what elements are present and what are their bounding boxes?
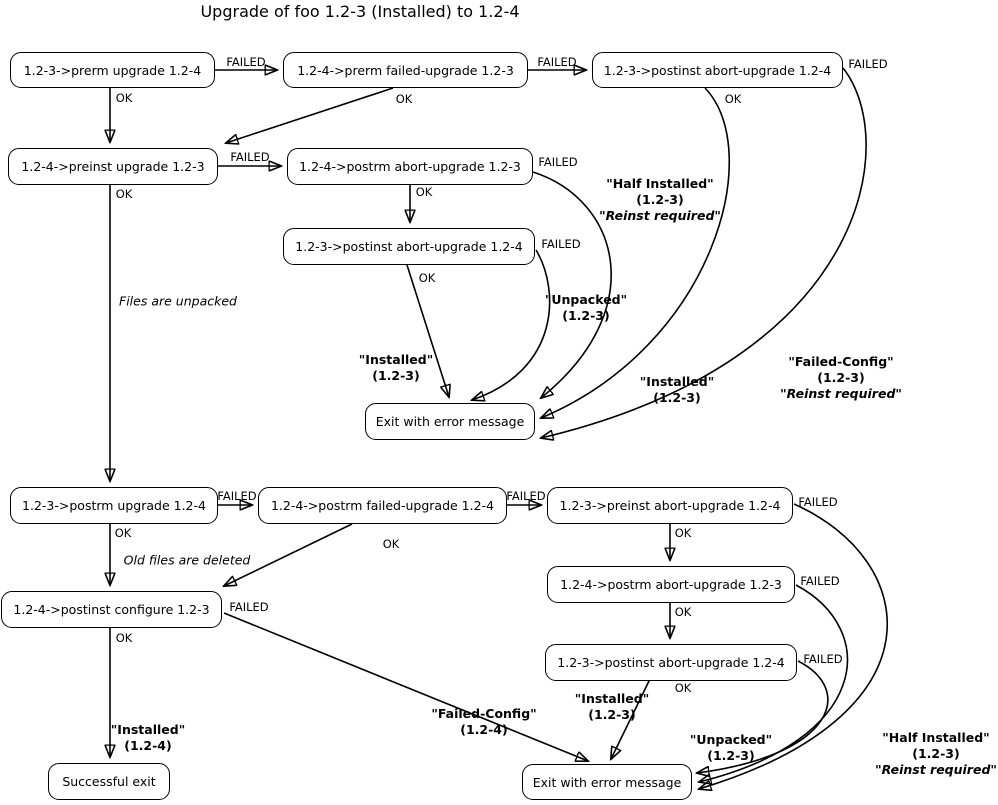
state-reinst-note: "Reinst required" (780, 386, 902, 401)
label-postinstabortbot-ok: OK (674, 681, 692, 695)
state-version: (1.2-3) (912, 746, 960, 761)
state-installed-13-bottom: "Installed" (1.2-3) (575, 691, 649, 723)
state-version: (1.2-3) (817, 370, 865, 385)
state-version: (1.2-3) (653, 390, 701, 405)
node-postrm-abort-upgrade-bottom: 1.2-4->postrm abort-upgrade 1.2-3 (547, 566, 795, 603)
label-prermfailed-ok: OK (395, 92, 413, 106)
state-failed-config-13: "Failed-Config" (1.2-3) "Reinst required… (780, 354, 902, 402)
node-postinst-abort-upgrade-top: 1.2-3->postinst abort-upgrade 1.2-4 (592, 52, 843, 88)
node-postinst-abort-upgrade-mid: 1.2-3->postinst abort-upgrade 1.2-4 (283, 228, 535, 265)
edge-postinstabortmid-ok (406, 264, 449, 397)
label-preinstupgrade-failed: FAILED (230, 150, 270, 164)
state-version: (1.2-4) (460, 722, 508, 737)
edge-postinstabortmid-failed (472, 249, 551, 400)
state-name: "Failed-Config" (431, 706, 537, 721)
state-name: "Unpacked" (544, 292, 628, 307)
state-failed-config-14: "Failed-Config" (1.2-4) (431, 706, 536, 738)
state-version: (1.2-3) (707, 748, 755, 763)
state-unpacked-13-bottom: "Unpacked" (1.2-3) (690, 732, 772, 764)
state-name: "Installed" (358, 352, 434, 367)
diagram-title: Upgrade of foo 1.2-3 (Installed) to 1.2-… (200, 2, 520, 21)
label-preinstabort-ok: OK (674, 526, 692, 540)
node-exit-error-lower: Exit with error message (522, 764, 692, 800)
label-postinstabortbot-failed: FAILED (803, 652, 843, 666)
node-exit-error-upper: Exit with error message (365, 403, 535, 440)
edge-postinstaborttop-failed (541, 67, 867, 438)
label-postrmabortbot-failed: FAILED (800, 574, 840, 588)
label-prerm-ok: OK (115, 91, 133, 105)
label-postrmabortbot-ok: OK (674, 605, 692, 619)
state-version: (1.2-3) (562, 308, 610, 323)
edge-postrmfailed-ok (224, 523, 353, 586)
state-installed-13-right: "Installed" (1.2-3) (640, 374, 714, 406)
label-postinstaborttop-failed: FAILED (848, 57, 888, 71)
label-postinstaborttop-ok: OK (724, 92, 742, 106)
edge-postinstconfigure-failed (223, 612, 588, 761)
label-postrmfailed-failed: FAILED (506, 489, 546, 503)
label-postrmupgrade-ok: OK (114, 526, 132, 540)
state-name: "Failed-Config" (788, 354, 894, 369)
edge-prermfailed-ok (226, 87, 394, 143)
node-postrm-upgrade: 1.2-3->postrm upgrade 1.2-4 (10, 487, 218, 524)
state-version: (1.2-3) (372, 368, 420, 383)
note-old-files-deleted: Old files are deleted (123, 552, 251, 568)
label-postinstconfigure-failed: FAILED (229, 600, 269, 614)
node-postinst-configure: 1.2-4->postinst configure 1.2-3 (1, 591, 222, 628)
edge-postinstabortbot-ok (611, 680, 650, 759)
node-postinst-abort-upgrade-bottom: 1.2-3->postinst abort-upgrade 1.2-4 (545, 644, 797, 681)
label-prerm-failed: FAILED (226, 55, 266, 69)
label-postinstabortmid-ok: OK (418, 271, 436, 285)
state-name: "Installed" (574, 691, 650, 706)
note-files-unpacked: Files are unpacked (119, 293, 237, 309)
state-name: "Half Installed" (882, 730, 990, 745)
node-preinst-upgrade: 1.2-4->preinst upgrade 1.2-3 (8, 148, 218, 185)
node-preinst-abort-upgrade: 1.2-3->preinst abort-upgrade 1.2-4 (547, 487, 793, 524)
state-name: "Installed" (110, 722, 186, 737)
node-postrm-failed-upgrade: 1.2-4->postrm failed-upgrade 1.2-4 (258, 487, 507, 524)
state-version: (1.2-3) (588, 707, 636, 722)
edge-postrmabortmid-failed (532, 171, 612, 398)
state-reinst-note: "Reinst required" (599, 208, 721, 223)
state-name: "Half Installed" (606, 176, 714, 191)
edge-preinstabort-failed (699, 503, 889, 789)
edge-postrmabortbot-failed (699, 584, 849, 782)
node-postrm-abort-upgrade-mid: 1.2-4->postrm abort-upgrade 1.2-3 (287, 148, 533, 185)
label-postinstconfigure-ok: OK (115, 631, 133, 645)
state-name: "Installed" (639, 374, 715, 389)
label-prermfailed-failed: FAILED (537, 55, 577, 69)
state-version: (1.2-3) (636, 192, 684, 207)
node-prerm-failed-upgrade: 1.2-4->prerm failed-upgrade 1.2-3 (283, 52, 528, 88)
state-installed-14: "Installed" (1.2-4) (111, 722, 185, 754)
state-half-installed-upper: "Half Installed" (1.2-3) "Reinst require… (599, 176, 721, 224)
label-postrmabortmid-failed: FAILED (538, 155, 578, 169)
label-postrmabortmid-ok: OK (415, 185, 433, 199)
state-installed-13-left: "Installed" (1.2-3) (359, 352, 433, 384)
node-successful-exit: Successful exit (48, 763, 170, 800)
state-version: (1.2-4) (124, 738, 172, 753)
label-preinstupgrade-ok: OK (115, 187, 133, 201)
edge-postinstabortbot-failed (697, 660, 829, 773)
label-postrmupgrade-failed: FAILED (217, 489, 257, 503)
edge-postinstaborttop-ok (541, 87, 731, 418)
state-name: "Unpacked" (689, 732, 773, 747)
state-half-installed-bottom: "Half Installed" (1.2-3) "Reinst require… (875, 730, 997, 778)
state-unpacked-13-upper: "Unpacked" (1.2-3) (545, 292, 627, 324)
state-reinst-note: "Reinst required" (875, 762, 997, 777)
label-preinstabort-failed: FAILED (798, 495, 838, 509)
node-prerm-upgrade: 1.2-3->prerm upgrade 1.2-4 (10, 52, 215, 88)
label-postrmfailed-ok: OK (382, 537, 400, 551)
label-postinstabortmid-failed: FAILED (541, 237, 581, 251)
